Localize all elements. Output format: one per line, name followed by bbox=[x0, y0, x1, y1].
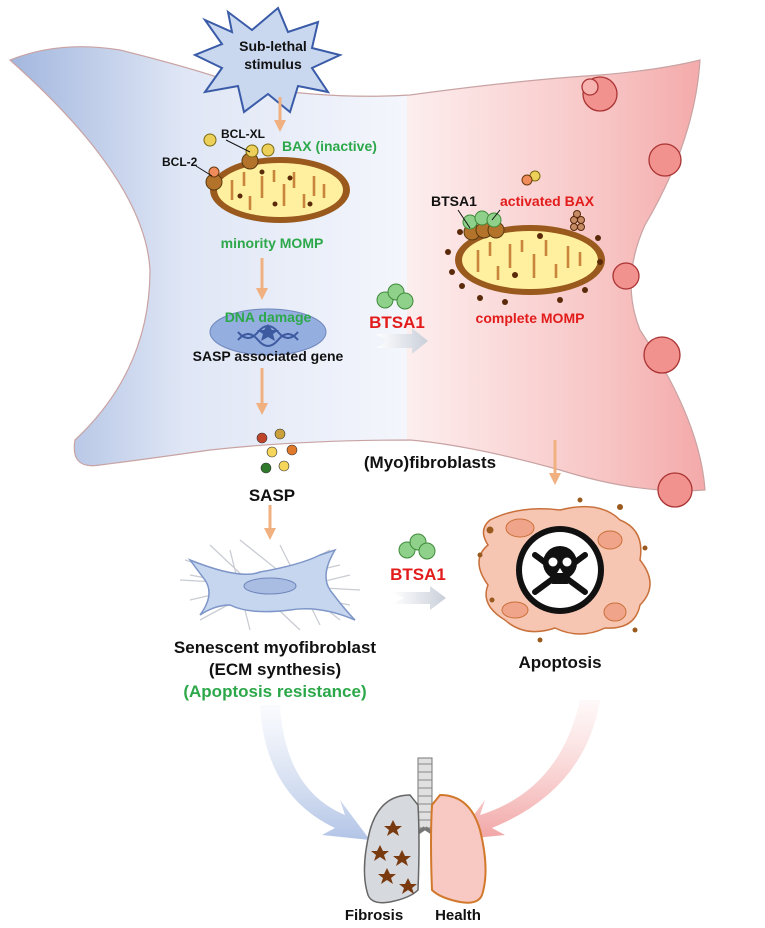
cytochrome-cluster bbox=[570, 210, 585, 231]
complete-momp-label: complete MOMP bbox=[476, 310, 585, 326]
lungs bbox=[363, 757, 487, 904]
fibrosis-label: Fibrosis bbox=[345, 907, 403, 924]
sasp-label: SASP bbox=[249, 486, 295, 505]
bcl-proteins bbox=[195, 133, 275, 191]
released-cytochrome-dots bbox=[445, 215, 603, 305]
cristae-right bbox=[476, 240, 582, 280]
sasp-factors bbox=[256, 428, 298, 474]
stimulus-star: Sub-lethal stimulus bbox=[192, 6, 343, 114]
bcl-2-label: BCL-2 bbox=[162, 155, 198, 169]
bcl-xl-label: BCL-XL bbox=[221, 127, 265, 141]
stimulus-label-line1: Sub-lethal bbox=[239, 38, 307, 54]
senescent-label-line1: Senescent myofibroblast bbox=[174, 638, 377, 657]
bax-inactive-label: BAX (inactive) bbox=[282, 138, 377, 154]
activated-bax-label: activated BAX bbox=[500, 193, 595, 209]
minority-momp-label: minority MOMP bbox=[221, 235, 324, 251]
mitochondrion-left bbox=[210, 157, 350, 223]
dna-damage-label: DNA damage bbox=[225, 309, 312, 325]
health-label: Health bbox=[435, 907, 481, 924]
btsa1-label-2: BTSA1 bbox=[390, 565, 446, 584]
sasp-gene-label: SASP associated gene bbox=[193, 348, 344, 364]
btsa1-molecule-2 bbox=[398, 533, 436, 560]
fibrosis-foci bbox=[371, 820, 417, 894]
btsa1-label-1: BTSA1 bbox=[369, 313, 425, 332]
skull-icon bbox=[532, 546, 588, 595]
cristae-left bbox=[230, 170, 326, 210]
fibrotic-lung bbox=[363, 794, 420, 904]
stimulus-label-line2: stimulus bbox=[244, 56, 302, 72]
senescent-cell bbox=[179, 539, 361, 631]
activated-bax-complex bbox=[457, 170, 541, 241]
membrane-blebs bbox=[581, 76, 693, 508]
grey-arrow-1 bbox=[376, 328, 428, 354]
grey-arrow-2 bbox=[392, 586, 446, 610]
cytochrome-dots-left bbox=[237, 169, 313, 207]
apoptotic-cell bbox=[477, 497, 651, 643]
pathway-arrows bbox=[256, 97, 561, 540]
senescent-label-line2: (ECM synthesis) bbox=[209, 660, 341, 679]
nucleus bbox=[209, 308, 327, 356]
btsa1-bound-label: BTSA1 bbox=[431, 193, 477, 209]
mitochondrion-right bbox=[445, 210, 605, 305]
healthy-lung bbox=[430, 793, 487, 904]
myofibroblasts-label: (Myo)fibroblasts bbox=[364, 453, 496, 472]
senescent-label-line3: (Apoptosis resistance) bbox=[183, 682, 366, 701]
apoptosis-label: Apoptosis bbox=[518, 653, 601, 672]
btsa1-molecule-1 bbox=[376, 283, 414, 310]
